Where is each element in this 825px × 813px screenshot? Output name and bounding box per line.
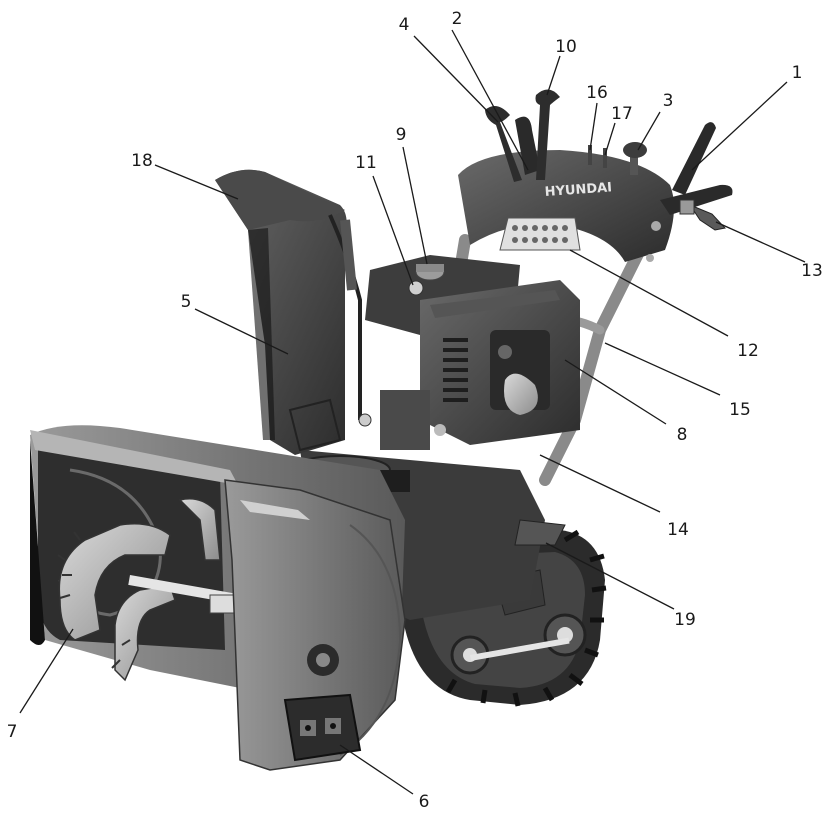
leader-17	[604, 122, 616, 156]
right-grip	[660, 122, 733, 231]
brand-text: HYUNDAI	[544, 180, 612, 200]
callout-13: 13	[801, 261, 823, 281]
levers	[485, 89, 560, 182]
control-panel: HYUNDAI	[458, 116, 674, 262]
leader-2	[451, 29, 529, 171]
callout-3: 3	[663, 91, 674, 111]
callout-2: 2	[452, 9, 463, 29]
callout-15: 15	[729, 400, 751, 420]
callout-1: 1	[792, 63, 803, 83]
leader-19	[545, 542, 675, 610]
leader-4	[413, 35, 499, 123]
leader-14	[539, 454, 661, 513]
leader-3	[637, 111, 661, 151]
callout-14: 14	[667, 520, 689, 540]
callout-8: 8	[677, 425, 688, 445]
callout-10: 10	[555, 37, 577, 57]
leader-lines	[19, 29, 806, 795]
leader-12	[569, 249, 729, 337]
engine	[365, 255, 580, 450]
callout-9: 9	[396, 125, 407, 145]
leader-9	[402, 146, 428, 265]
callout-6: 6	[419, 792, 430, 809]
leader-15	[604, 342, 721, 396]
leader-7	[19, 628, 74, 714]
callout-18: 18	[131, 151, 153, 171]
auger-housing	[30, 425, 406, 771]
leader-11	[372, 175, 414, 286]
leader-5	[194, 308, 289, 355]
callout-16: 16	[586, 83, 608, 103]
callout-19: 19	[674, 610, 696, 630]
leader-16	[589, 102, 598, 151]
leader-6	[339, 744, 414, 795]
callout-5: 5	[181, 292, 192, 312]
leader-8	[564, 359, 667, 425]
leader-10	[546, 55, 561, 96]
callout-12: 12	[737, 341, 759, 361]
leader-1	[691, 81, 788, 171]
callout-17: 17	[611, 104, 633, 124]
callout-4: 4	[399, 15, 410, 35]
callout-7: 7	[7, 722, 18, 742]
leader-13	[715, 221, 806, 263]
callout-labels: 1 2 3 4 5 6 7 8 9 10 11 12 13 14 15 16 1…	[7, 9, 823, 812]
leader-18	[154, 164, 239, 200]
callout-11: 11	[355, 153, 377, 173]
